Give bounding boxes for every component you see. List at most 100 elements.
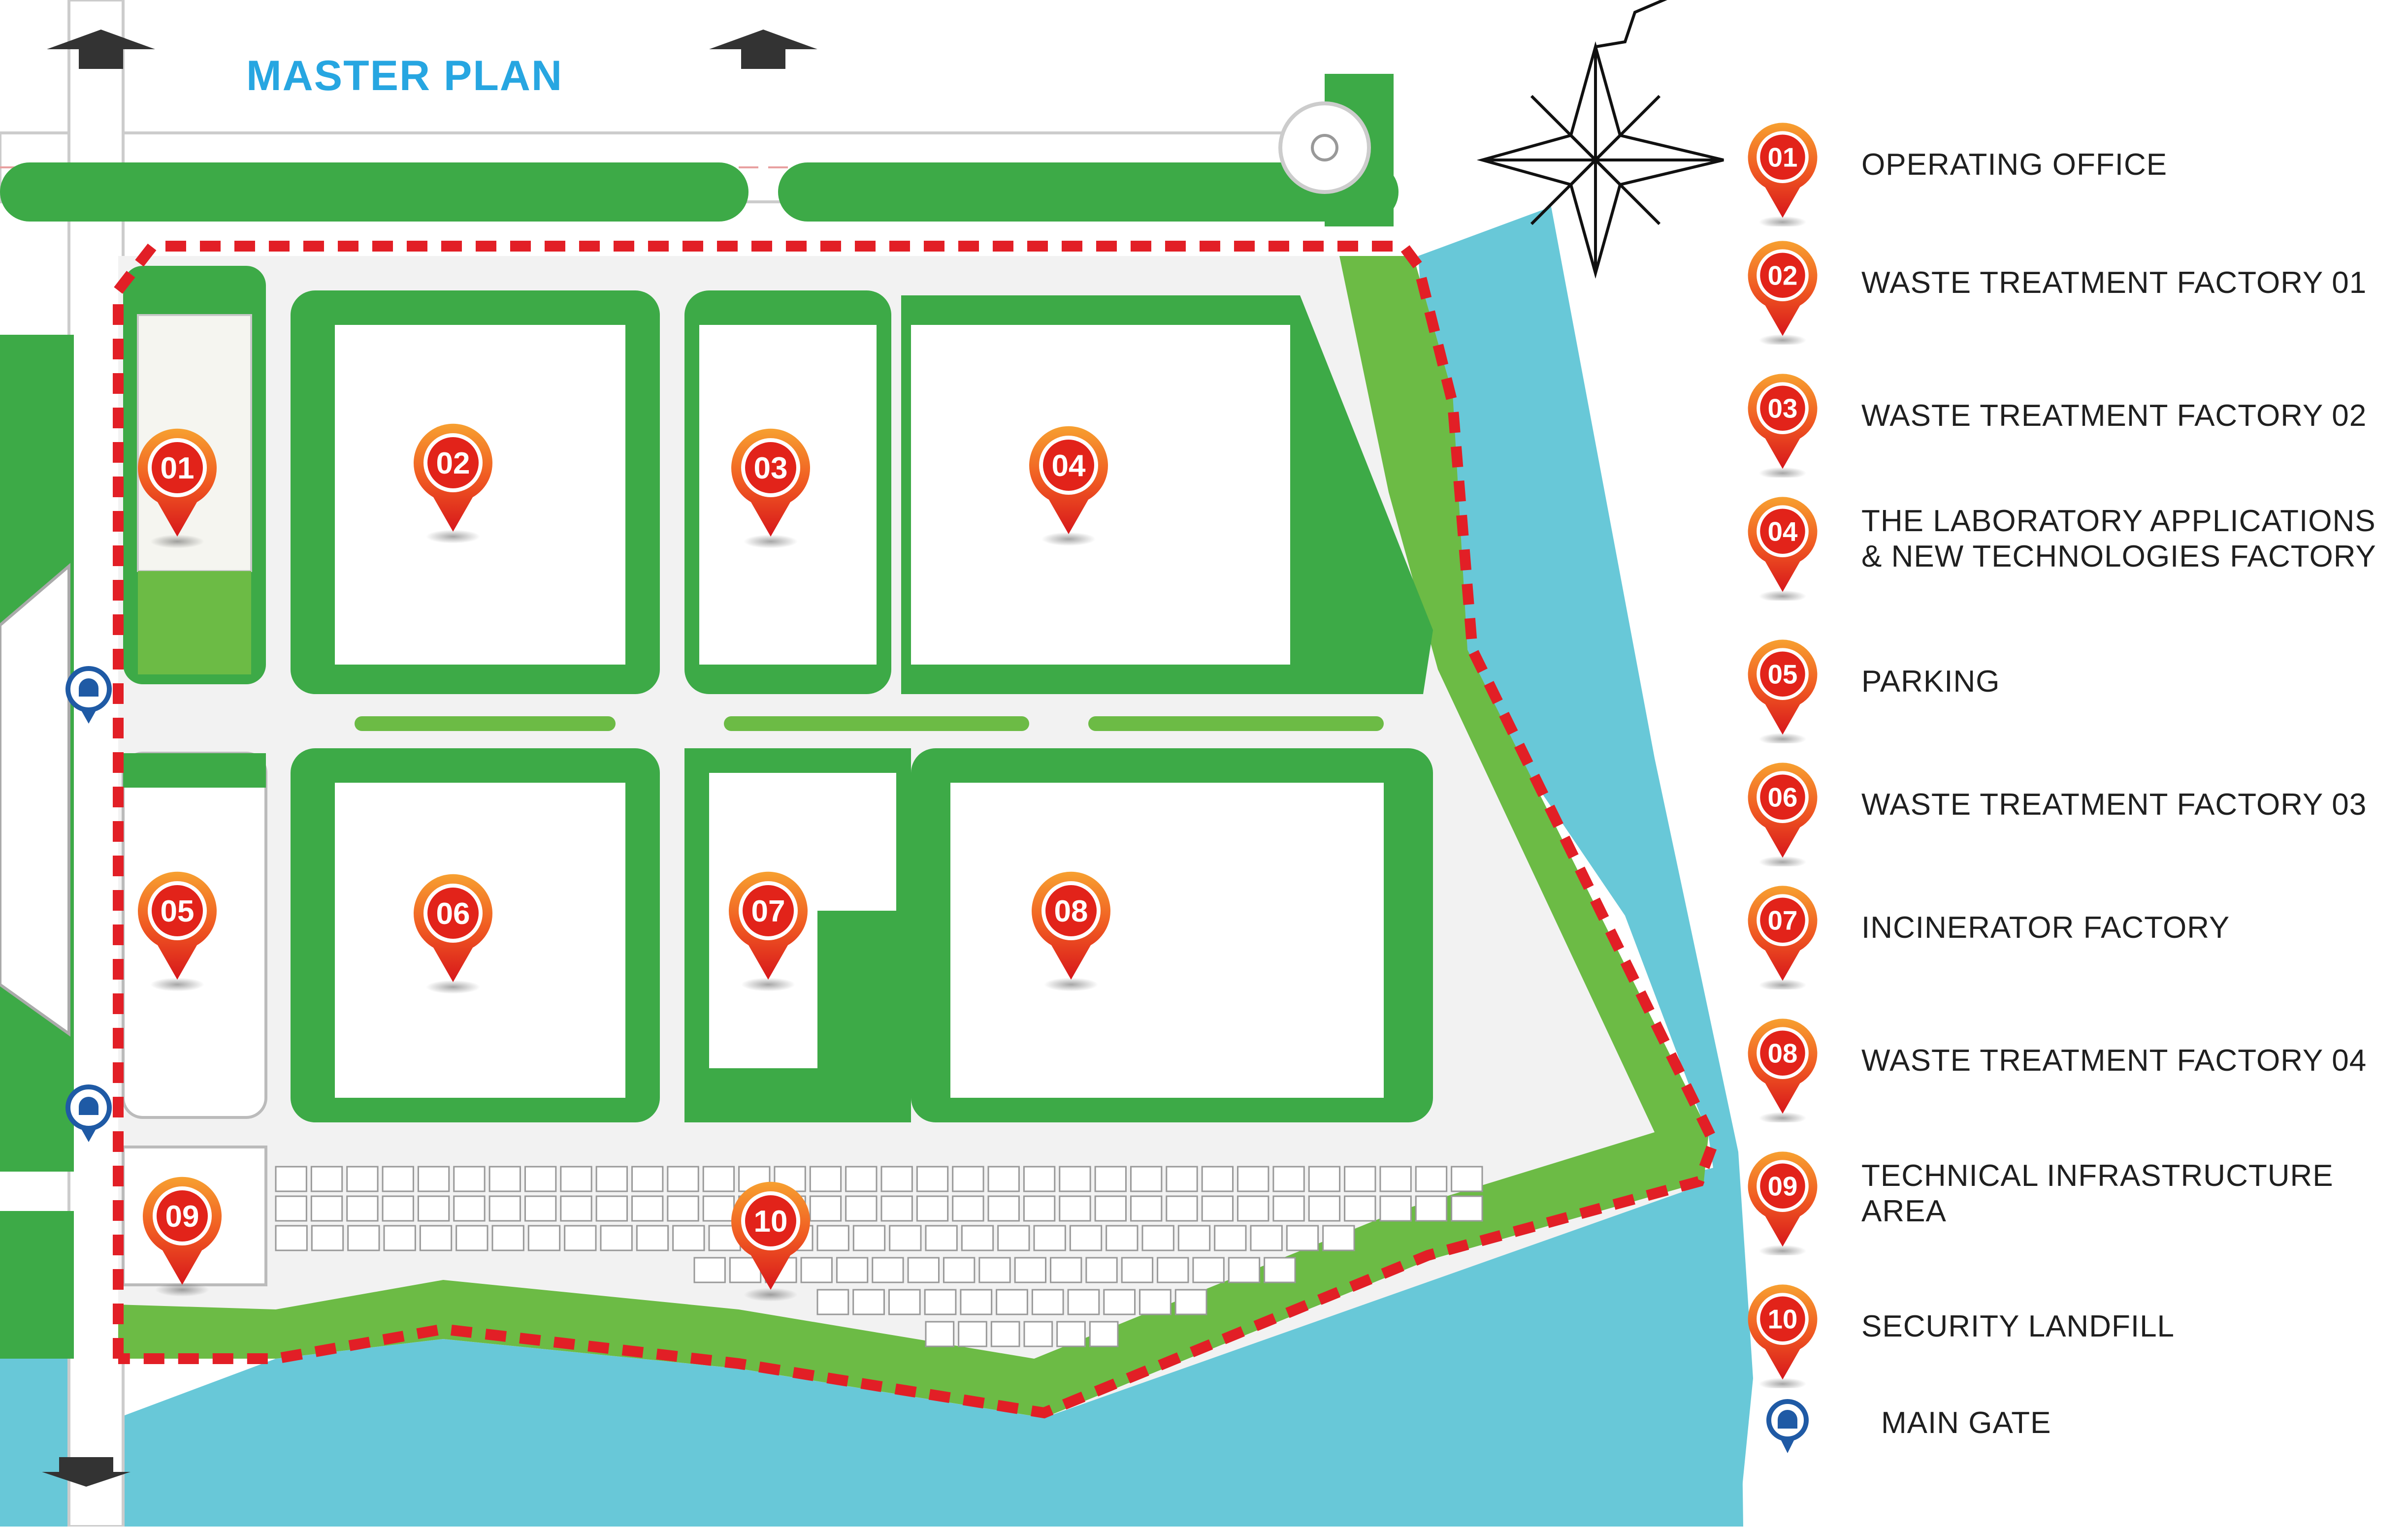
map-marker-07[interactable]: 07 (729, 871, 808, 991)
landfill-cell (456, 1225, 488, 1251)
landfill-cell (880, 1166, 913, 1192)
landfill-cell (852, 1225, 886, 1251)
landfill-cell (943, 1257, 976, 1283)
landfill-cell (1067, 1289, 1100, 1315)
landfill-cell (880, 1195, 913, 1222)
landfill-cell (693, 1257, 726, 1283)
marker-number: 05 (1768, 660, 1798, 690)
legend-pin-icon: 04 (1748, 497, 1818, 601)
legend-label: PARKING (1861, 665, 2000, 699)
landfill-cell (1023, 1166, 1056, 1192)
landfill-cell (1415, 1166, 1448, 1192)
landfill-cell (702, 1195, 735, 1222)
landfill-cell (907, 1257, 940, 1283)
landfill-cell (961, 1225, 994, 1251)
legend-item-05: 05 PARKING (1738, 635, 2398, 743)
legend-label: WASTE TREATMENT FACTORY 02 (1861, 399, 2367, 433)
landfill-cell (1056, 1321, 1086, 1347)
landfill-cell (560, 1166, 592, 1192)
landfill-cell (916, 1195, 949, 1222)
landfill-cell (453, 1166, 486, 1192)
landfill-cell (1192, 1257, 1225, 1283)
gate-marker-north (65, 666, 112, 724)
map-marker-01[interactable]: 01 (138, 428, 217, 548)
landfill-cell (996, 1289, 1028, 1315)
landfill-cell (997, 1225, 1030, 1251)
marker-number: 10 (1768, 1305, 1798, 1335)
entrance-arrow-2 (709, 30, 817, 69)
map-title: MASTER PLAN (246, 52, 563, 99)
marker-number: 04 (1052, 449, 1086, 483)
legend-label: TECHNICAL INFRASTRUCTURE AREA (1861, 1159, 2334, 1228)
landfill-cell (1344, 1195, 1376, 1222)
landfill-cell (852, 1289, 885, 1315)
landfill-cell (1059, 1195, 1091, 1222)
entrance-arrow-1 (47, 30, 155, 69)
map-markers: 01 02 03 04 05 06 07 08 09 10 (138, 423, 1110, 1302)
landfill-cell (1272, 1166, 1305, 1192)
marker-number: 05 (161, 894, 195, 928)
legend-label: WASTE TREATMENT FACTORY 04 (1861, 1044, 2367, 1078)
marker-number: 07 (1768, 906, 1798, 936)
landfill-cell (346, 1195, 379, 1222)
map-marker-08[interactable]: 08 (1032, 871, 1110, 991)
marker-number: 09 (165, 1200, 199, 1234)
marker-number: 01 (161, 451, 195, 485)
legend-pin-icon: 10 (1748, 1284, 1818, 1388)
landfill-cell (310, 1166, 343, 1192)
landfill-cell (1023, 1321, 1053, 1347)
landfill-cell (916, 1166, 949, 1192)
legend-label: OPERATING OFFICE (1861, 148, 2168, 182)
landfill-cell (816, 1225, 849, 1251)
marker-number: 03 (754, 451, 788, 485)
landfill-cell (347, 1225, 380, 1251)
landfill-cell (1272, 1195, 1305, 1222)
landfill-cell (1094, 1195, 1127, 1222)
marker-number: 02 (436, 446, 470, 480)
landfill-cell (524, 1195, 557, 1222)
landfill-cell (1344, 1166, 1376, 1192)
landfill-cell (1033, 1225, 1066, 1251)
landfill-cell (800, 1257, 833, 1283)
map-marker-05[interactable]: 05 (138, 871, 217, 991)
landfill-cell (1174, 1289, 1207, 1315)
map-marker-10[interactable]: 10 (731, 1181, 810, 1302)
map-marker-04[interactable]: 04 (1029, 426, 1108, 546)
landfill-cell (987, 1195, 1020, 1222)
landfill-cell (1166, 1166, 1198, 1192)
landfill-cell (990, 1321, 1020, 1347)
landfill-cell (419, 1225, 453, 1251)
landfill-cell (346, 1166, 379, 1192)
landfill-cell (311, 1225, 344, 1251)
landfill-cell (1089, 1321, 1119, 1347)
map-marker-09[interactable]: 09 (143, 1177, 222, 1297)
landfill-cell (672, 1225, 705, 1251)
landfill-cell (1106, 1225, 1139, 1251)
landfill-cell (453, 1195, 486, 1222)
landfill-cell (527, 1225, 561, 1251)
landfill-cell (1023, 1195, 1056, 1222)
landfill-cell (382, 1166, 414, 1192)
map-marker-02[interactable]: 02 (414, 423, 492, 543)
landfill-cell (1031, 1289, 1064, 1315)
landfill-cell (809, 1166, 842, 1192)
landfill-cell (1139, 1289, 1171, 1315)
west-building (0, 563, 70, 1037)
landfill-cell (1059, 1166, 1091, 1192)
legend-label: WASTE TREATMENT FACTORY 01 (1861, 266, 2367, 300)
legend-label: THE LABORATORY APPLICATIONS & NEW TECHNO… (1861, 504, 2376, 573)
landfill-cell (958, 1321, 987, 1347)
marker-number: 06 (436, 897, 470, 931)
landfill-cell (600, 1225, 633, 1251)
landfill-cell (1201, 1166, 1234, 1192)
landfill-cell (1141, 1225, 1174, 1251)
legend-item-04: 04 THE LABORATORY APPLICATIONS & NEW TECH… (1738, 492, 2398, 601)
landfill-cell (631, 1195, 664, 1222)
map-marker-06[interactable]: 06 (414, 874, 492, 994)
map-marker-03[interactable]: 03 (731, 428, 810, 548)
green-strip-north-1 (0, 162, 748, 222)
